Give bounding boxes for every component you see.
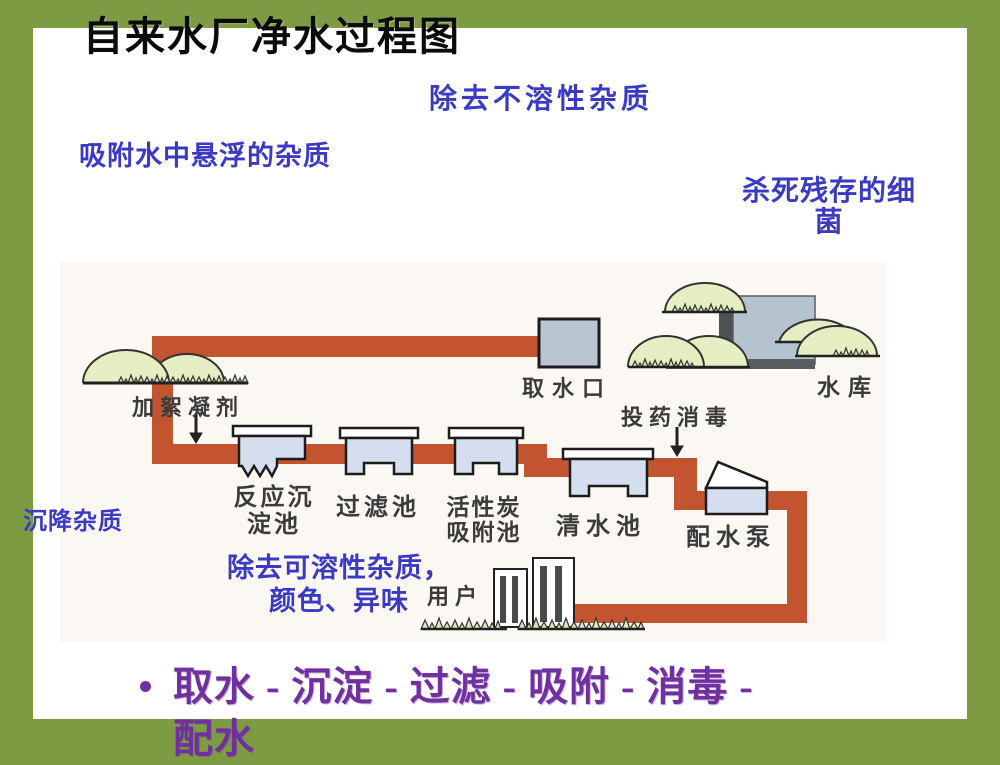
tank-lid [447,426,525,440]
intake-box [537,317,601,369]
label-filter-tank: 过滤池 [336,495,420,521]
process-summary: 取水 - 沉淀 - 过滤 - 吸附 - 消毒 - 配水 [140,661,880,765]
label-flocculant: 加絮凝剂 [132,395,245,420]
annotation-settle-impurities: 沉降杂质 [23,509,123,535]
tank-lid [561,447,655,461]
label-pump: 配水泵 [686,525,776,551]
building-windows [540,566,547,622]
user-buildings [420,557,645,631]
label-reaction-tank-line1: 反应沉 [233,485,315,511]
annotation-remove-soluble-line1: 除去可溶性杂质， [227,553,451,583]
label-carbon-tank-line1: 活性炭 [446,495,522,520]
annotation-remove-soluble-line2: 颜色、异味 [269,586,409,616]
hill-reservoir-left [627,335,750,369]
label-carbon-tank: 活性炭 吸附池 [438,495,530,545]
annotation-remove-soluble: 除去可溶性杂质， 颜色、异味 [224,552,454,618]
distribution-pump-house [704,460,769,516]
tank-body [568,457,649,498]
annotation-kill-bacteria: 杀死残存的细 菌 [737,176,921,238]
pipe-right-vertical [787,491,807,623]
bush-strip [517,616,645,631]
process-summary-line1: 取水 - 沉淀 - 过滤 - 吸附 - 消毒 - [173,664,754,709]
label-dosing: 投药消毒 [621,405,734,430]
tank-body [453,436,519,476]
hill-left [82,349,249,385]
process-summary-text: 取水 - 沉淀 - 过滤 - 吸附 - 消毒 - 配水 [173,661,754,765]
hill-dome [796,325,878,357]
hill-above-reservoir [662,282,747,314]
tank-lid [231,424,313,438]
filter-tank [338,426,420,476]
building-tower [532,557,575,628]
hill-dome [82,349,170,384]
bush-strip [117,373,249,385]
slide-title: 自来水厂净水过程图 [83,14,461,59]
tank-lid [338,426,420,440]
clear-water-tank [561,447,655,498]
label-reservoir: 水库 [817,375,879,400]
pump-body [704,486,769,516]
flocculant-arrow-head [189,432,203,444]
annotation-kill-bacteria-line1: 杀死残存的细 [741,176,916,207]
dosing-arrow-head [670,445,684,457]
label-carbon-tank-line2: 吸附池 [446,520,522,545]
annotation-kill-bacteria-line2: 菌 [814,207,844,238]
pipe-top-horizontal [152,336,562,357]
building-windows [500,576,506,623]
label-reaction-tank: 反应沉 淀池 [224,485,324,539]
hill-reservoir-right [775,318,880,358]
annotation-adsorb-suspended: 吸附水中悬浮的杂质 [79,141,331,171]
building-tower [493,568,528,628]
reaction-sedimentation-tank [231,424,313,479]
bullet-icon [140,681,151,692]
label-clear-tank: 清水池 [556,514,646,540]
label-reaction-tank-line2: 淀池 [247,512,301,538]
building-windows [512,576,518,623]
hill-dome [627,335,705,368]
label-users: 用户 [427,584,484,609]
tanks [231,424,769,516]
pipe-bottom-horizontal [560,604,807,623]
tank-body [237,434,307,479]
carbon-adsorption-tank [447,426,525,476]
bush-strip [832,346,870,358]
label-intake: 取水口 [522,376,613,401]
building-windows [555,566,562,622]
process-summary-line2: 配水 [173,716,255,761]
tank-body [344,436,414,476]
annotation-remove-insoluble: 除去不溶性杂质 [429,84,654,115]
arrows [189,414,684,457]
